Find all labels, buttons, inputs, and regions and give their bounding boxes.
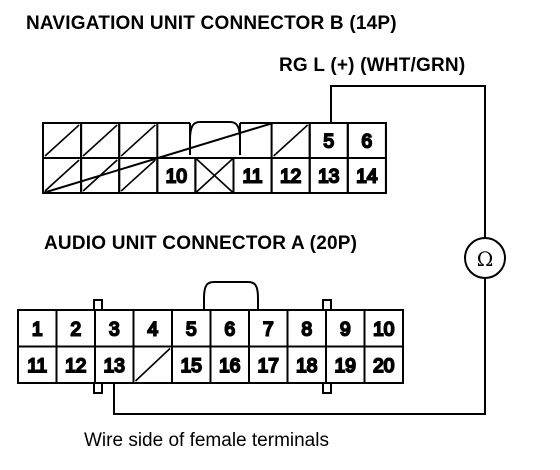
connector-a-cell: 15 (171, 345, 212, 384)
connector-a-cell: 19 (325, 345, 366, 384)
connector-a-cell: 6 (209, 309, 250, 348)
pin-number: 9 (340, 319, 351, 340)
pin-number: 5 (186, 319, 197, 340)
pin-number: 11 (27, 356, 47, 377)
pin-number: 15 (181, 356, 202, 377)
connector-a-cell: 4 (132, 309, 173, 348)
pin-number: 10 (373, 319, 394, 340)
ohmmeter-circle (464, 237, 506, 279)
pin-number: 6 (362, 132, 373, 153)
pin-number: 13 (318, 167, 339, 188)
pin-number: 13 (104, 356, 125, 377)
connector-b-cell: 11 (232, 157, 273, 194)
connector-a-cell: 10 (363, 309, 404, 348)
connector-a-cell: 20 (363, 345, 404, 384)
pin-number: 5 (323, 132, 334, 153)
connector-b-cell: 5 (308, 122, 349, 159)
connector-b-latch (189, 121, 241, 141)
connector-a-cell: 9 (325, 309, 366, 348)
connector-b-cell (42, 122, 83, 159)
connector-a-cell: 2 (55, 309, 96, 348)
pin-number: 14 (356, 167, 378, 188)
pin-number: 19 (335, 356, 356, 377)
connector-a-cell: 8 (286, 309, 327, 348)
connector-b-cell (118, 122, 159, 159)
caption: Wire side of female terminals (84, 430, 329, 451)
pin-number: 12 (280, 167, 301, 188)
pin-number: 11 (243, 167, 263, 188)
connector-b-cell: 12 (270, 157, 311, 194)
connector-a-cell: 16 (209, 345, 250, 384)
connector-a-cell: 12 (55, 345, 96, 384)
connector-a-cell: 18 (286, 345, 327, 384)
test-wire (113, 85, 486, 415)
pin-number: 1 (32, 319, 43, 340)
pin-number: 16 (219, 356, 240, 377)
connector-b-cell (80, 122, 121, 159)
connector-b-cell (270, 122, 311, 159)
connector-a-cell: 13 (94, 345, 135, 384)
connector-a-cell: 17 (248, 345, 289, 384)
pin-number: 7 (263, 319, 274, 340)
pin-number: 2 (70, 319, 81, 340)
connector-b-cell: 10 (156, 157, 197, 194)
pin-number: 12 (65, 356, 86, 377)
connector-a-cell (132, 345, 173, 384)
connector-b-cell: 14 (346, 157, 387, 194)
connector-b-title: NAVIGATION UNIT CONNECTOR B (14P) (26, 13, 397, 34)
connector-a-guide-right (322, 299, 332, 311)
pin-number: 3 (109, 319, 120, 340)
pin-number: 20 (373, 356, 394, 377)
connector-a-cell: 11 (17, 345, 58, 384)
connector-a-guide-left (93, 299, 103, 311)
connector-b-cell: 6 (346, 122, 387, 159)
connector-a-guide-bottom-right (322, 382, 332, 394)
pin-number: 18 (296, 356, 317, 377)
connector-b-cell (194, 157, 235, 194)
pin-number: 4 (147, 319, 158, 340)
pin-number: 6 (224, 319, 235, 340)
connector-b-cell (80, 157, 121, 194)
pin-number: 17 (258, 356, 279, 377)
connector-a-cell: 1 (17, 309, 58, 348)
connector-b: 5 6 10 11 12 13 14 (42, 121, 387, 194)
connector-a-title: AUDIO UNIT CONNECTOR A (20P) (44, 233, 358, 254)
connector-a-guide-bottom-left (93, 382, 103, 394)
connector-a-latch (203, 281, 259, 310)
wire-color-label: RG L (+) (WHT/GRN) (279, 55, 466, 76)
connector-a-cell: 5 (171, 309, 212, 348)
pin-number: 8 (301, 319, 312, 340)
connector-a-cell: 3 (94, 309, 135, 348)
ohmmeter-icon: Ω (477, 247, 494, 271)
pin-number: 10 (166, 167, 187, 188)
connector-a-cell: 7 (248, 309, 289, 348)
connector-b-cell: 13 (308, 157, 349, 194)
